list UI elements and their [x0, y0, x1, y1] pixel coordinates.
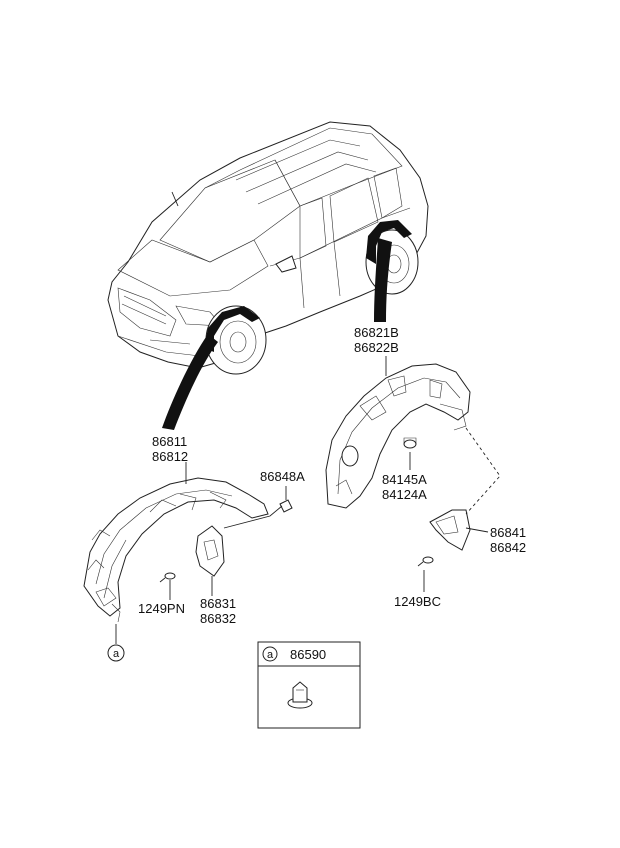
- label-rear-screw: 1249BC: [394, 594, 441, 609]
- rear-screw-icon: [417, 556, 434, 567]
- label-front-mudguard-1: 86831: [200, 596, 236, 611]
- label-rear-mudguard-1: 86841: [490, 525, 526, 540]
- callout-marker-label: a: [113, 648, 120, 660]
- rear-nut-icon: [403, 437, 417, 449]
- clip-86590-icon: [287, 681, 313, 709]
- front-wheel-liner: [83, 477, 269, 623]
- callout-marker-circle: [107, 644, 125, 662]
- label-rear-liner-2: 86822B: [354, 340, 399, 355]
- label-rear-mudguard-2: 86842: [490, 540, 526, 555]
- rear-arch-pointer: [374, 238, 392, 322]
- label-front-clip: 86848A: [260, 469, 305, 484]
- label-rear-nut-2: 84124A: [382, 487, 427, 502]
- label-rear-liner-1: 86821B: [354, 325, 399, 340]
- detail-box-marker: a: [267, 649, 274, 661]
- detail-box: a 86590: [257, 641, 361, 729]
- label-front-liner-1: 86811: [152, 434, 187, 449]
- front-clip-icon: [279, 499, 293, 513]
- label-front-screw: 1249PN: [138, 601, 185, 616]
- detail-box-part-number: 86590: [290, 647, 326, 662]
- label-rear-nut-1: 84145A: [382, 472, 427, 487]
- rear-mudguard: [429, 509, 471, 551]
- rear-wheel-liner: [325, 363, 471, 509]
- label-front-liner-2: 86812: [152, 449, 188, 464]
- front-arch-pointer: [162, 334, 218, 430]
- front-screw-icon: [159, 572, 176, 583]
- label-front-mudguard-2: 86832: [200, 611, 236, 626]
- front-mudguard: [195, 525, 225, 577]
